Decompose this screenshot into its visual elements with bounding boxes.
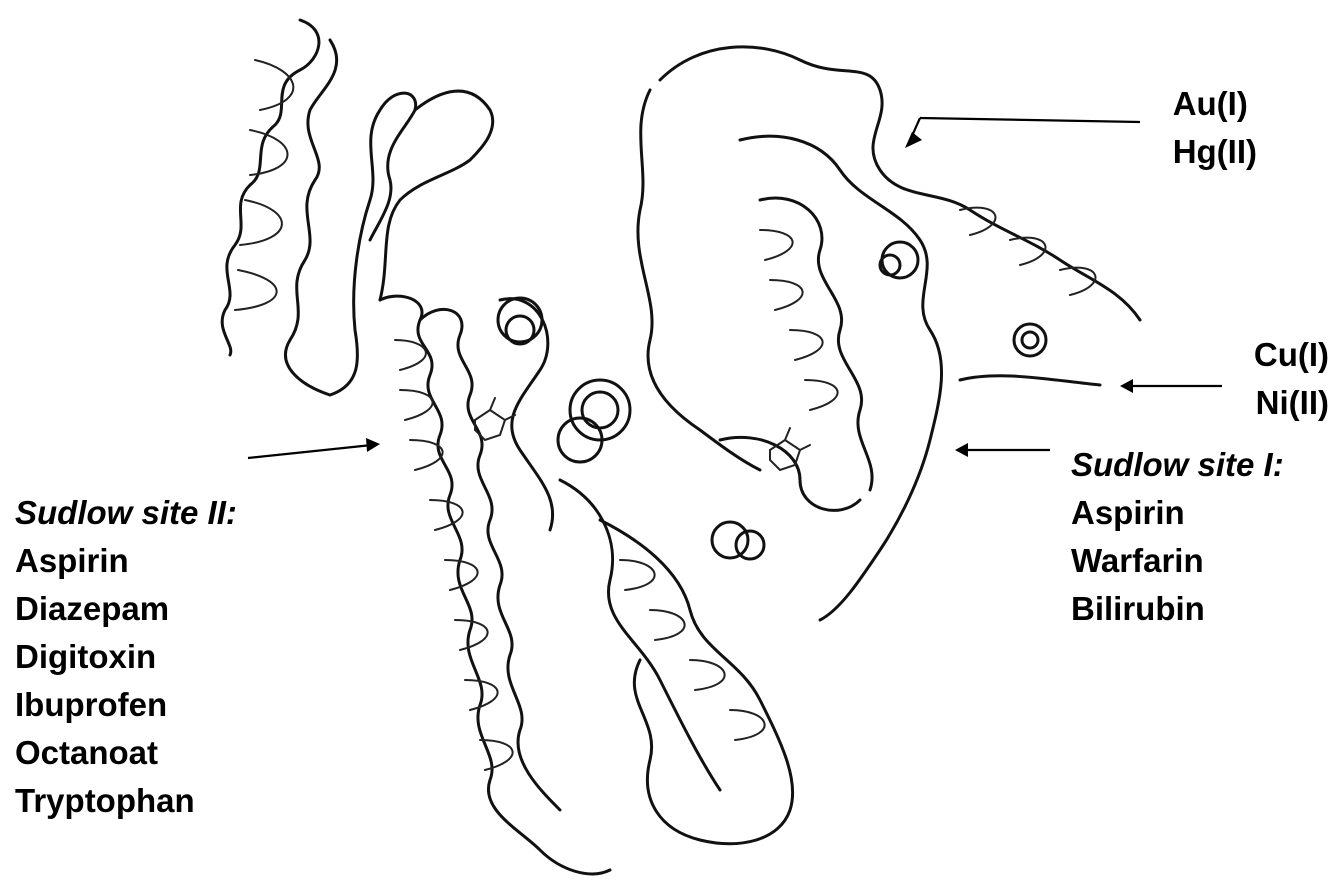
sudlow-site-2-item: Digitoxin (15, 633, 237, 681)
arrow-site-i (955, 443, 1050, 457)
metal-cu-text: Cu(I) (1254, 331, 1329, 379)
metal-au-text: Au(I) (1173, 80, 1257, 128)
sudlow-site-2-item: Tryptophan (15, 777, 237, 825)
metal-hg-text: Hg(II) (1173, 128, 1257, 176)
sudlow-site-2-item: Octanoat (15, 729, 237, 777)
sudlow-site-1-item: Warfarin (1071, 537, 1284, 585)
domain-left-helices (222, 20, 493, 395)
arrow-site-ii (248, 438, 380, 458)
metal-site-au-hg-label: Au(I) Hg(II) (1173, 80, 1257, 176)
arrow-au-hg (905, 118, 1140, 148)
sudlow-site-2-label: Sudlow site II: Aspirin Diazepam Digitox… (15, 489, 237, 825)
sudlow-site-1-title: Sudlow site I: (1071, 441, 1284, 489)
sudlow-site-2-item: Ibuprofen (15, 681, 237, 729)
ligand-site-i (770, 428, 810, 470)
sudlow-site-2-title: Sudlow site II: (15, 489, 237, 537)
sudlow-site-1-label: Sudlow site I: Aspirin Warfarin Bilirubi… (1071, 441, 1284, 633)
domain-center-helices (380, 296, 720, 874)
metal-site-cu-ni-label: Cu(I) Ni(II) (1254, 331, 1329, 427)
sudlow-site-2-item: Diazepam (15, 585, 237, 633)
domain-lower-helices (600, 520, 793, 844)
sudlow-site-1-item: Bilirubin (1071, 585, 1284, 633)
arrow-cu-ni (1120, 379, 1222, 393)
sudlow-site-1-item: Aspirin (1071, 489, 1284, 537)
metal-ni-text: Ni(II) (1254, 379, 1329, 427)
sudlow-site-2-item: Aspirin (15, 537, 237, 585)
